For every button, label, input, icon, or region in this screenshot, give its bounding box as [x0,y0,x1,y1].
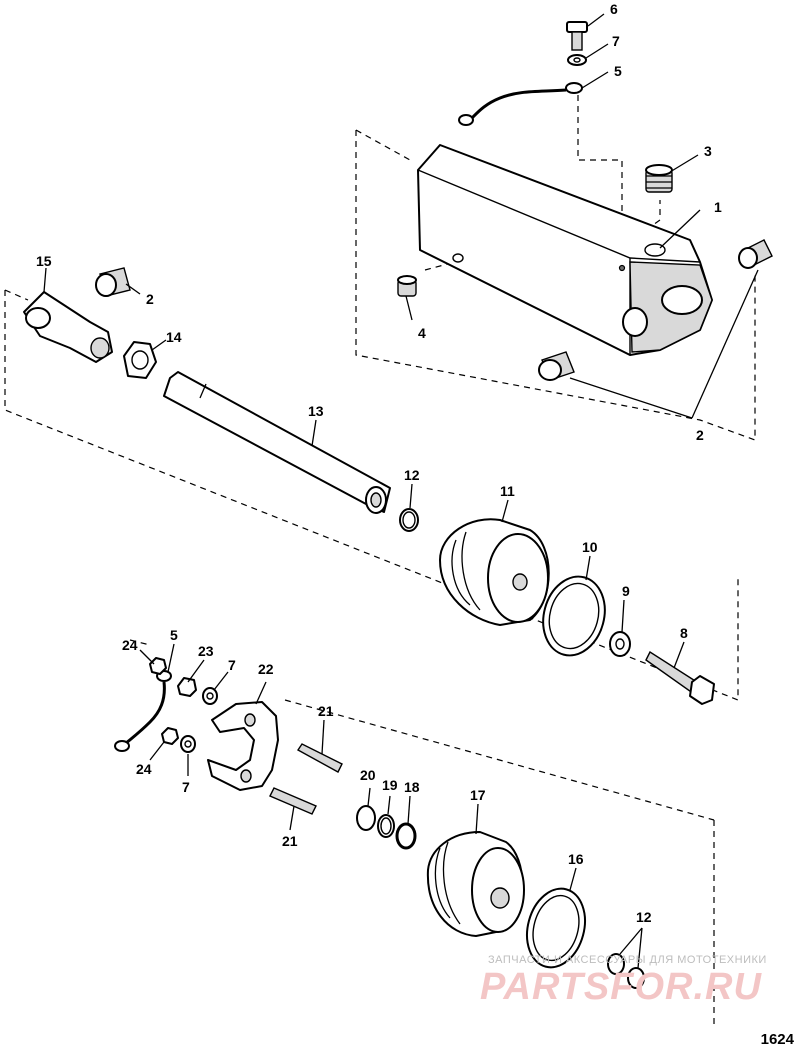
callout-17: 17 [470,787,486,803]
callout-12-upper: 12 [404,467,420,483]
lockwasher-part-b [180,735,196,753]
o-ring-part-lower-a [607,953,625,975]
callout-7-mid: 7 [228,657,236,673]
callout-7-top: 7 [612,33,620,49]
callout-21-upper: 21 [318,703,334,719]
leader-lines [43,13,759,969]
bracket-part [207,701,279,791]
backup-ring-part [377,814,395,838]
callout-3: 3 [704,143,712,159]
watermark-brand: PARTSFOR.RU [480,966,762,1008]
callout-4: 4 [418,325,426,341]
callout-18: 18 [404,779,420,795]
callout-10: 10 [582,539,598,555]
retaining-ring-part [356,805,376,831]
o-ring-part-upper [399,508,419,532]
callout-2-left: 2 [146,291,154,307]
plug-part [645,164,673,193]
cylinder-housing-part [417,144,713,356]
callout-12-lower: 12 [636,909,652,925]
watermark: ЗАПЧАСТИ И АКСЕССУАРЫ ДЛЯ МОТОТЕХНИКИ PA… [478,940,798,1010]
stud-part-upper [296,743,343,773]
bushing-part-left [95,267,131,297]
bushing-part-lower [538,351,575,381]
callout-7-low: 7 [182,779,190,795]
piston-rod-part [163,371,391,514]
lockwasher-part-a [202,687,218,705]
callout-11: 11 [500,483,515,499]
seal-ring-part [542,575,606,657]
callout-2-right: 2 [696,427,704,443]
ground-strap-part-top [458,82,583,126]
callout-9: 9 [622,583,630,599]
lockwasher-part-top [567,54,587,66]
callout-16: 16 [568,851,584,867]
callout-22: 22 [258,661,274,677]
nut-part-small-lower [161,727,179,745]
callout-5-top: 5 [614,63,622,79]
rod-end-part [23,291,113,363]
callout-24-upper: 24 [122,637,138,653]
fitting-part [397,275,417,297]
piston-part [439,518,550,626]
nut-part [123,341,157,379]
callout-8: 8 [680,625,688,641]
watermark-tagline: ЗАПЧАСТИ И АКСЕССУАРЫ ДЛЯ МОТОТЕХНИКИ [488,954,767,966]
callout-15: 15 [36,253,52,269]
washer-part [609,631,631,657]
callout-14: 14 [166,329,182,345]
callout-19: 19 [382,777,398,793]
callout-20: 20 [360,767,376,783]
figure-number: 1624 [760,1031,794,1048]
bolt-part [645,650,715,705]
bushing-part-right [738,239,773,269]
callout-21-lower: 21 [282,833,298,849]
nut-part-small-upper [149,657,167,675]
callout-24-lower: 24 [136,761,152,777]
callout-6: 6 [610,1,618,17]
callout-1: 1 [714,199,722,215]
end-cap-part [426,831,525,937]
callout-23: 23 [198,643,214,659]
callout-labels: 1 2 2 2 3 4 5 5 6 7 7 7 8 9 10 11 12 12 … [36,1,722,925]
screw-part-top [566,21,588,51]
callout-5-lower: 5 [170,627,178,643]
seal-ring-part-lower [526,887,586,969]
stud-part-lower [269,787,317,815]
callout-13: 13 [308,403,324,419]
o-ring-part-18 [395,822,417,850]
ground-strap-part-lower [114,670,172,752]
o-ring-part-lower-b [627,967,645,989]
nut-part-23 [177,677,197,697]
